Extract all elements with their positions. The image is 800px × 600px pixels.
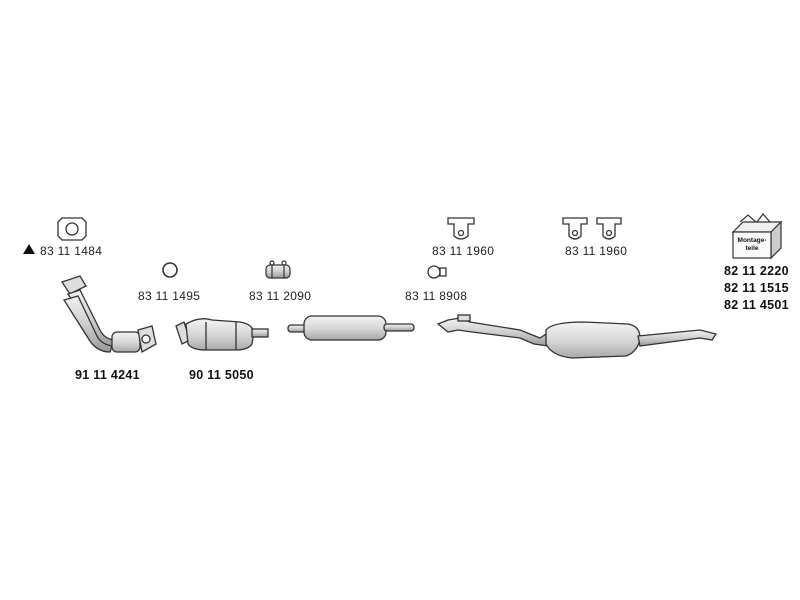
catalytic-converter-label: 90 11 5050 [189,368,254,382]
clamp-sleeve-icon [265,260,291,279]
mounting-kit-label-1: 82 11 2220 [724,264,789,278]
mounting-kit-label-3: 82 11 4501 [724,298,789,312]
catalytic-converter-icon [175,318,269,351]
middle-silencer-icon [287,315,415,341]
hanger-icon-rear-2 [596,217,622,240]
hanger-front-label: 83 11 1960 [432,244,495,258]
pipe-clamp-label: 83 11 8908 [405,289,468,303]
mounting-kit-label-2: 82 11 1515 [724,281,789,295]
hanger-icon-rear-1 [562,217,588,240]
ring-gasket-label: 83 11 1495 [138,289,201,303]
pipe-clamp-icon [427,265,447,279]
svg-text:teile: teile [745,245,758,252]
flange-gasket-label: 83 11 1484 [40,244,103,258]
svg-text:Montage-: Montage- [738,237,767,244]
clamp-sleeve-label: 83 11 2090 [249,289,312,303]
front-pipe-icon [60,275,157,354]
triangle-icon [23,244,35,254]
hanger-rear-label: 83 11 1960 [565,244,628,258]
mounting-kit-box-icon: Montage- teile [731,213,783,260]
ring-gasket-icon [162,262,178,278]
hanger-icon-front [447,217,475,240]
flange-gasket-icon [57,217,87,241]
rear-silencer-icon [436,314,718,359]
front-pipe-label: 91 11 4241 [75,368,140,382]
